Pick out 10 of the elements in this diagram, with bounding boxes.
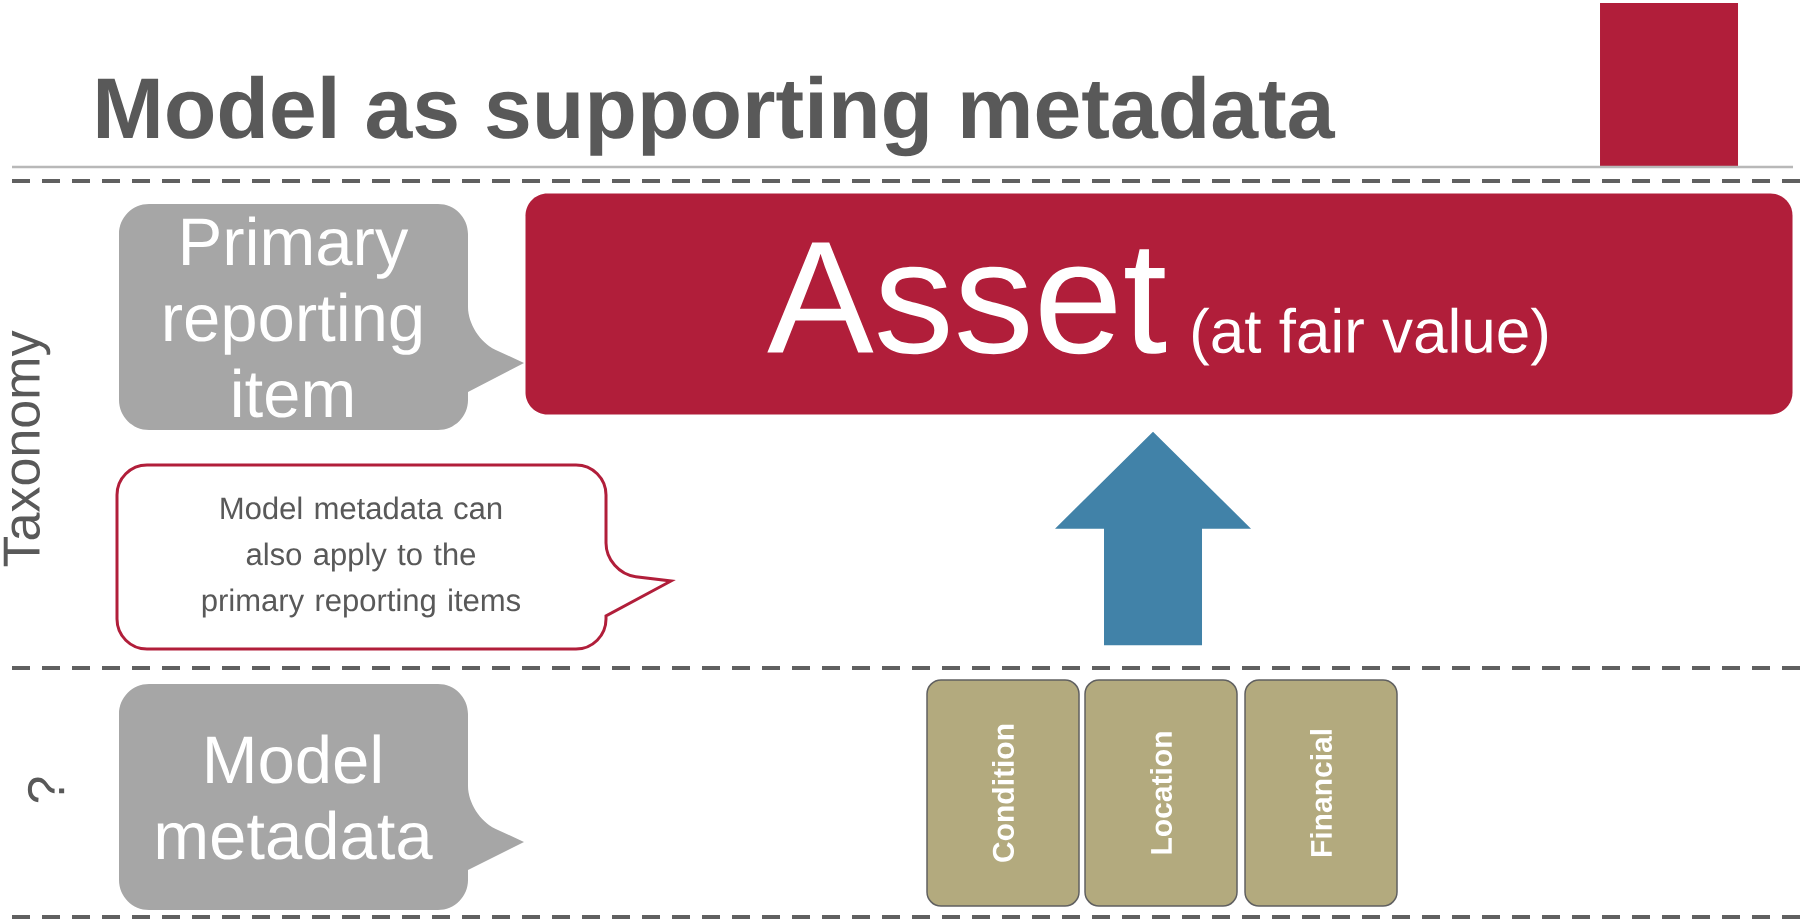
metadata-box: Location [1084, 679, 1238, 907]
side-label: ? [27, 777, 65, 803]
speech-bubble: Primary reporting item [119, 204, 524, 430]
metadata-box: Financial [1244, 679, 1398, 907]
side-label: Taxonomy [3, 330, 51, 567]
title: Model as supporting metadata [97, 75, 1336, 157]
metadata-box: Condition [926, 679, 1080, 907]
speech-bubble: Model metadata [119, 684, 524, 910]
block-arrow [1055, 431, 1251, 646]
speech-bubble: Model metadata can also apply to the primary reporting items [115, 463, 673, 651]
